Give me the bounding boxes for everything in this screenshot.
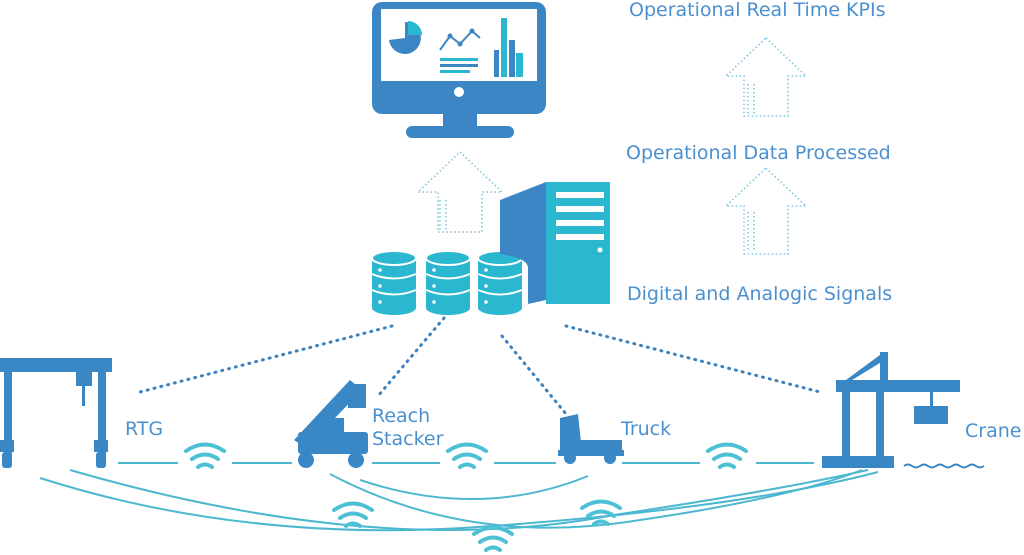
label-data-processed: Operational Data Processed <box>626 142 891 164</box>
wifi-icon <box>472 525 514 552</box>
reach-stacker-icon <box>294 380 368 468</box>
label-truck: Truck <box>621 418 672 440</box>
server-tower-icon <box>500 182 610 304</box>
label-signals: Digital and Analogic Signals <box>627 283 893 305</box>
label-crane: Crane <box>965 420 1022 442</box>
network-lines <box>39 462 879 532</box>
wifi-icon <box>446 442 488 469</box>
database-icon <box>425 250 471 315</box>
up-arrow-icon <box>723 166 809 255</box>
truck-icon <box>558 414 624 464</box>
ship-crane-icon <box>822 352 960 468</box>
label-reach: Reach <box>372 405 431 427</box>
label-kpis: Operational Real Time KPIs <box>629 0 886 21</box>
up-arrow-icon <box>416 150 504 233</box>
wifi-icon <box>706 442 748 469</box>
wifi-icon <box>184 442 226 469</box>
water-line <box>903 463 985 469</box>
label-rtg: RTG <box>125 418 164 440</box>
wifi-icon <box>580 499 622 526</box>
wifi-icon <box>332 501 374 528</box>
monitor-dashboard-icon <box>372 2 546 138</box>
data-links <box>138 316 822 416</box>
label-stacker: Stacker <box>372 428 444 450</box>
database-icon <box>477 250 523 315</box>
up-arrow-icon <box>723 36 809 117</box>
database-icon <box>371 250 417 315</box>
rtg-gantry-icon <box>0 358 112 468</box>
